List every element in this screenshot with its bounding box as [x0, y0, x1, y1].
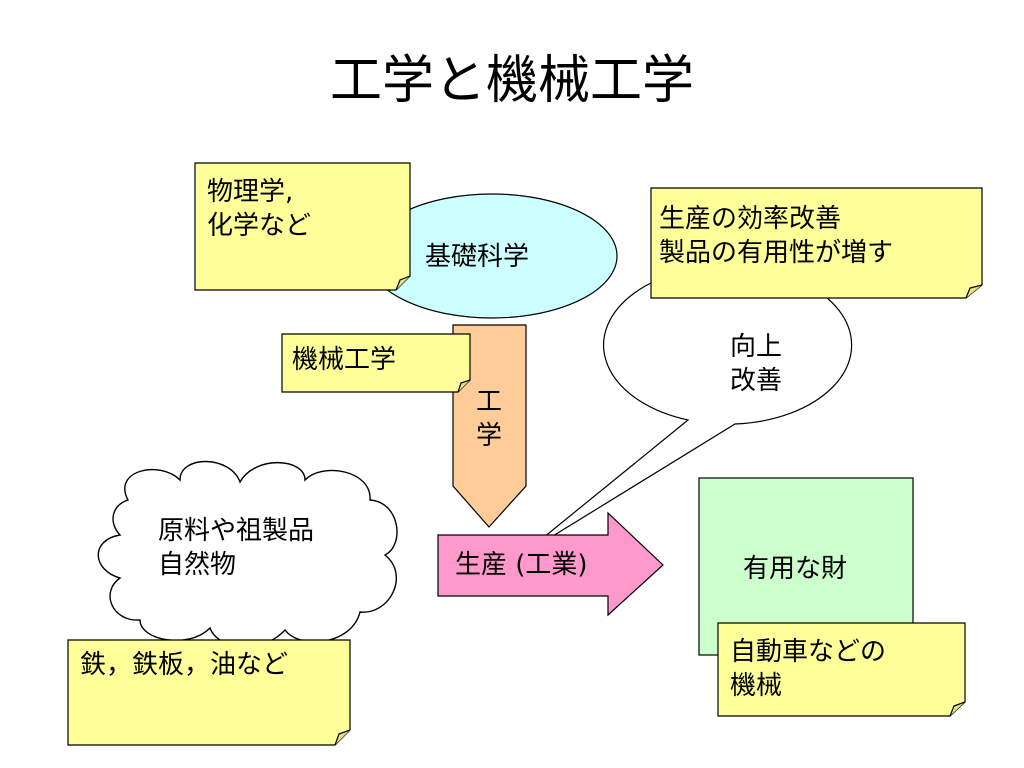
iron-note-text: 鉄，鉄板，油など: [80, 650, 289, 680]
raw-materials-cloud-text: 原料や祖製品 自然物: [158, 516, 315, 580]
physics-note-shape: [194, 162, 411, 291]
mech-eng-note-shape: [281, 333, 471, 393]
efficiency-note-shape: [650, 187, 983, 299]
mech-eng-note-text: 機械工学: [292, 345, 397, 375]
production-arrow-shape: [437, 511, 664, 617]
car-note-shape: [717, 622, 966, 717]
page-title: 工学と機械工学: [329, 51, 694, 111]
engineering-arrow-shape: [452, 324, 527, 528]
basic-science-label: 基礎科学: [425, 242, 530, 272]
physics-chem-note-text: 物理学, 化学など: [207, 177, 312, 241]
improve-bubble-text: 向上 改善: [729, 332, 782, 396]
useful-goods-label: 有用な財: [743, 554, 848, 584]
engineering-arrow-label: 工 学: [475, 387, 502, 451]
car-note-text: 自動車などの 機械: [730, 637, 887, 701]
raw-materials-cloud-shape: [97, 460, 398, 648]
efficiency-note-text: 生産の効率改善 製品の有用性が増す: [659, 204, 894, 268]
iron-note-shape: [67, 639, 351, 746]
production-arrow-label: 生産 (工業): [455, 550, 588, 580]
